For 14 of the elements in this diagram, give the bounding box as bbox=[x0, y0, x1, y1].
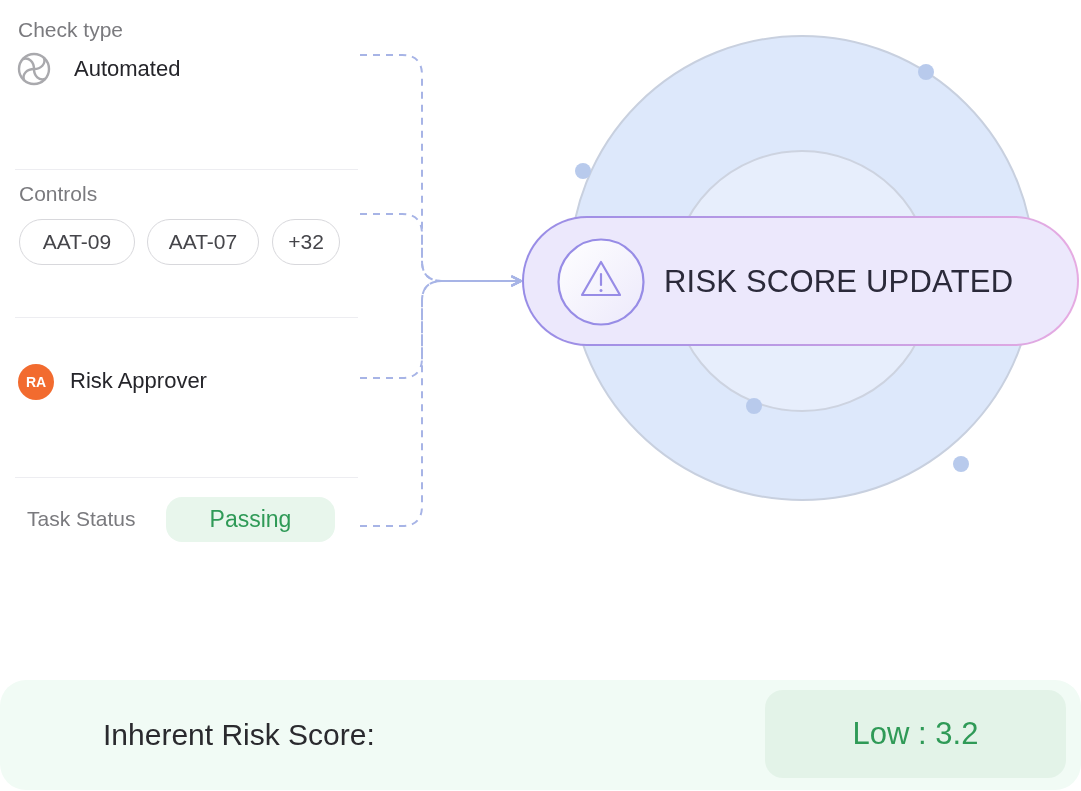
tag-chip: +32 bbox=[272, 219, 340, 265]
field-label: Check type bbox=[18, 17, 124, 43]
score-badge: Low : 3.2 bbox=[765, 690, 1066, 778]
dashed-arrow bbox=[359, 275, 522, 527]
tag-chip: AAT-09 bbox=[19, 219, 135, 265]
field-value: Risk Approver bbox=[70, 368, 207, 394]
initials-avatar: RA bbox=[18, 364, 54, 400]
field-value: Automated bbox=[74, 56, 181, 82]
field-label: Controls bbox=[19, 181, 98, 207]
score-label: Inherent Risk Score: bbox=[103, 717, 375, 753]
status-pill: Passing bbox=[166, 497, 335, 542]
field-label: Task Status bbox=[27, 506, 136, 532]
tag-chip: AAT-07 bbox=[147, 219, 259, 265]
score-panel bbox=[0, 680, 1081, 790]
